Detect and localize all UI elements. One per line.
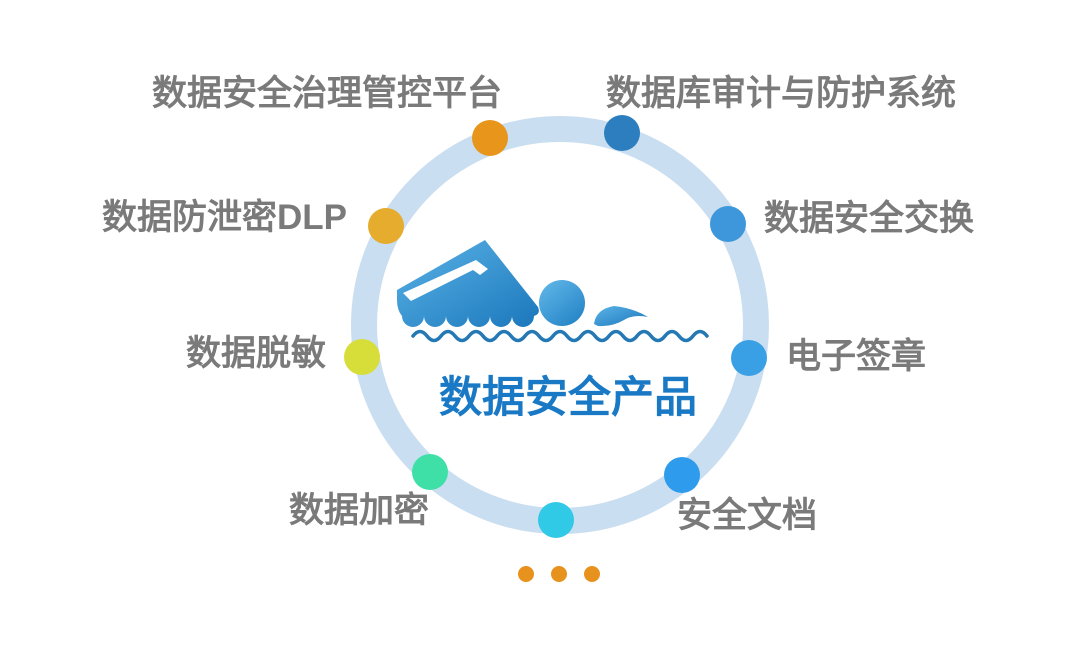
node-dot-exchange: [710, 206, 746, 242]
node-dot-masking: [344, 339, 380, 375]
node-label-secure-doc: 安全文档: [677, 496, 818, 535]
center-title: 数据安全产品: [439, 374, 697, 422]
ellipsis-dot-2: [551, 566, 567, 582]
swimmer-icon: [397, 240, 709, 343]
swimmer-arm-shape: [397, 240, 539, 327]
node-label-signature: 电子签章: [786, 337, 927, 376]
node-dot-governance: [472, 120, 508, 156]
swimmer-head: [539, 280, 585, 326]
node-dot-encryption: [412, 454, 448, 490]
swimmer-back-arm: [594, 306, 648, 327]
node-dot-dlp: [368, 208, 404, 244]
node-dot-signature: [731, 340, 767, 376]
node-label-masking: 数据脱敏: [186, 334, 327, 373]
node-dot-secure-doc: [664, 457, 700, 493]
node-label-dlp: 数据防泄密DLP: [102, 198, 348, 237]
node-label-governance: 数据安全治理管控平台: [152, 74, 503, 113]
node-label-encryption: 数据加密: [289, 491, 430, 530]
ellipsis-dot-3: [584, 566, 600, 582]
node-dot-db-audit: [604, 115, 640, 151]
water-wave-line: [411, 329, 709, 343]
node-label-exchange: 数据安全交换: [764, 199, 975, 238]
node-dot-more: [538, 502, 574, 538]
swimmer-arm-stripe: [403, 260, 488, 301]
node-label-db-audit: 数据库审计与防护系统: [606, 74, 957, 113]
ellipsis-dot-1: [518, 566, 534, 582]
